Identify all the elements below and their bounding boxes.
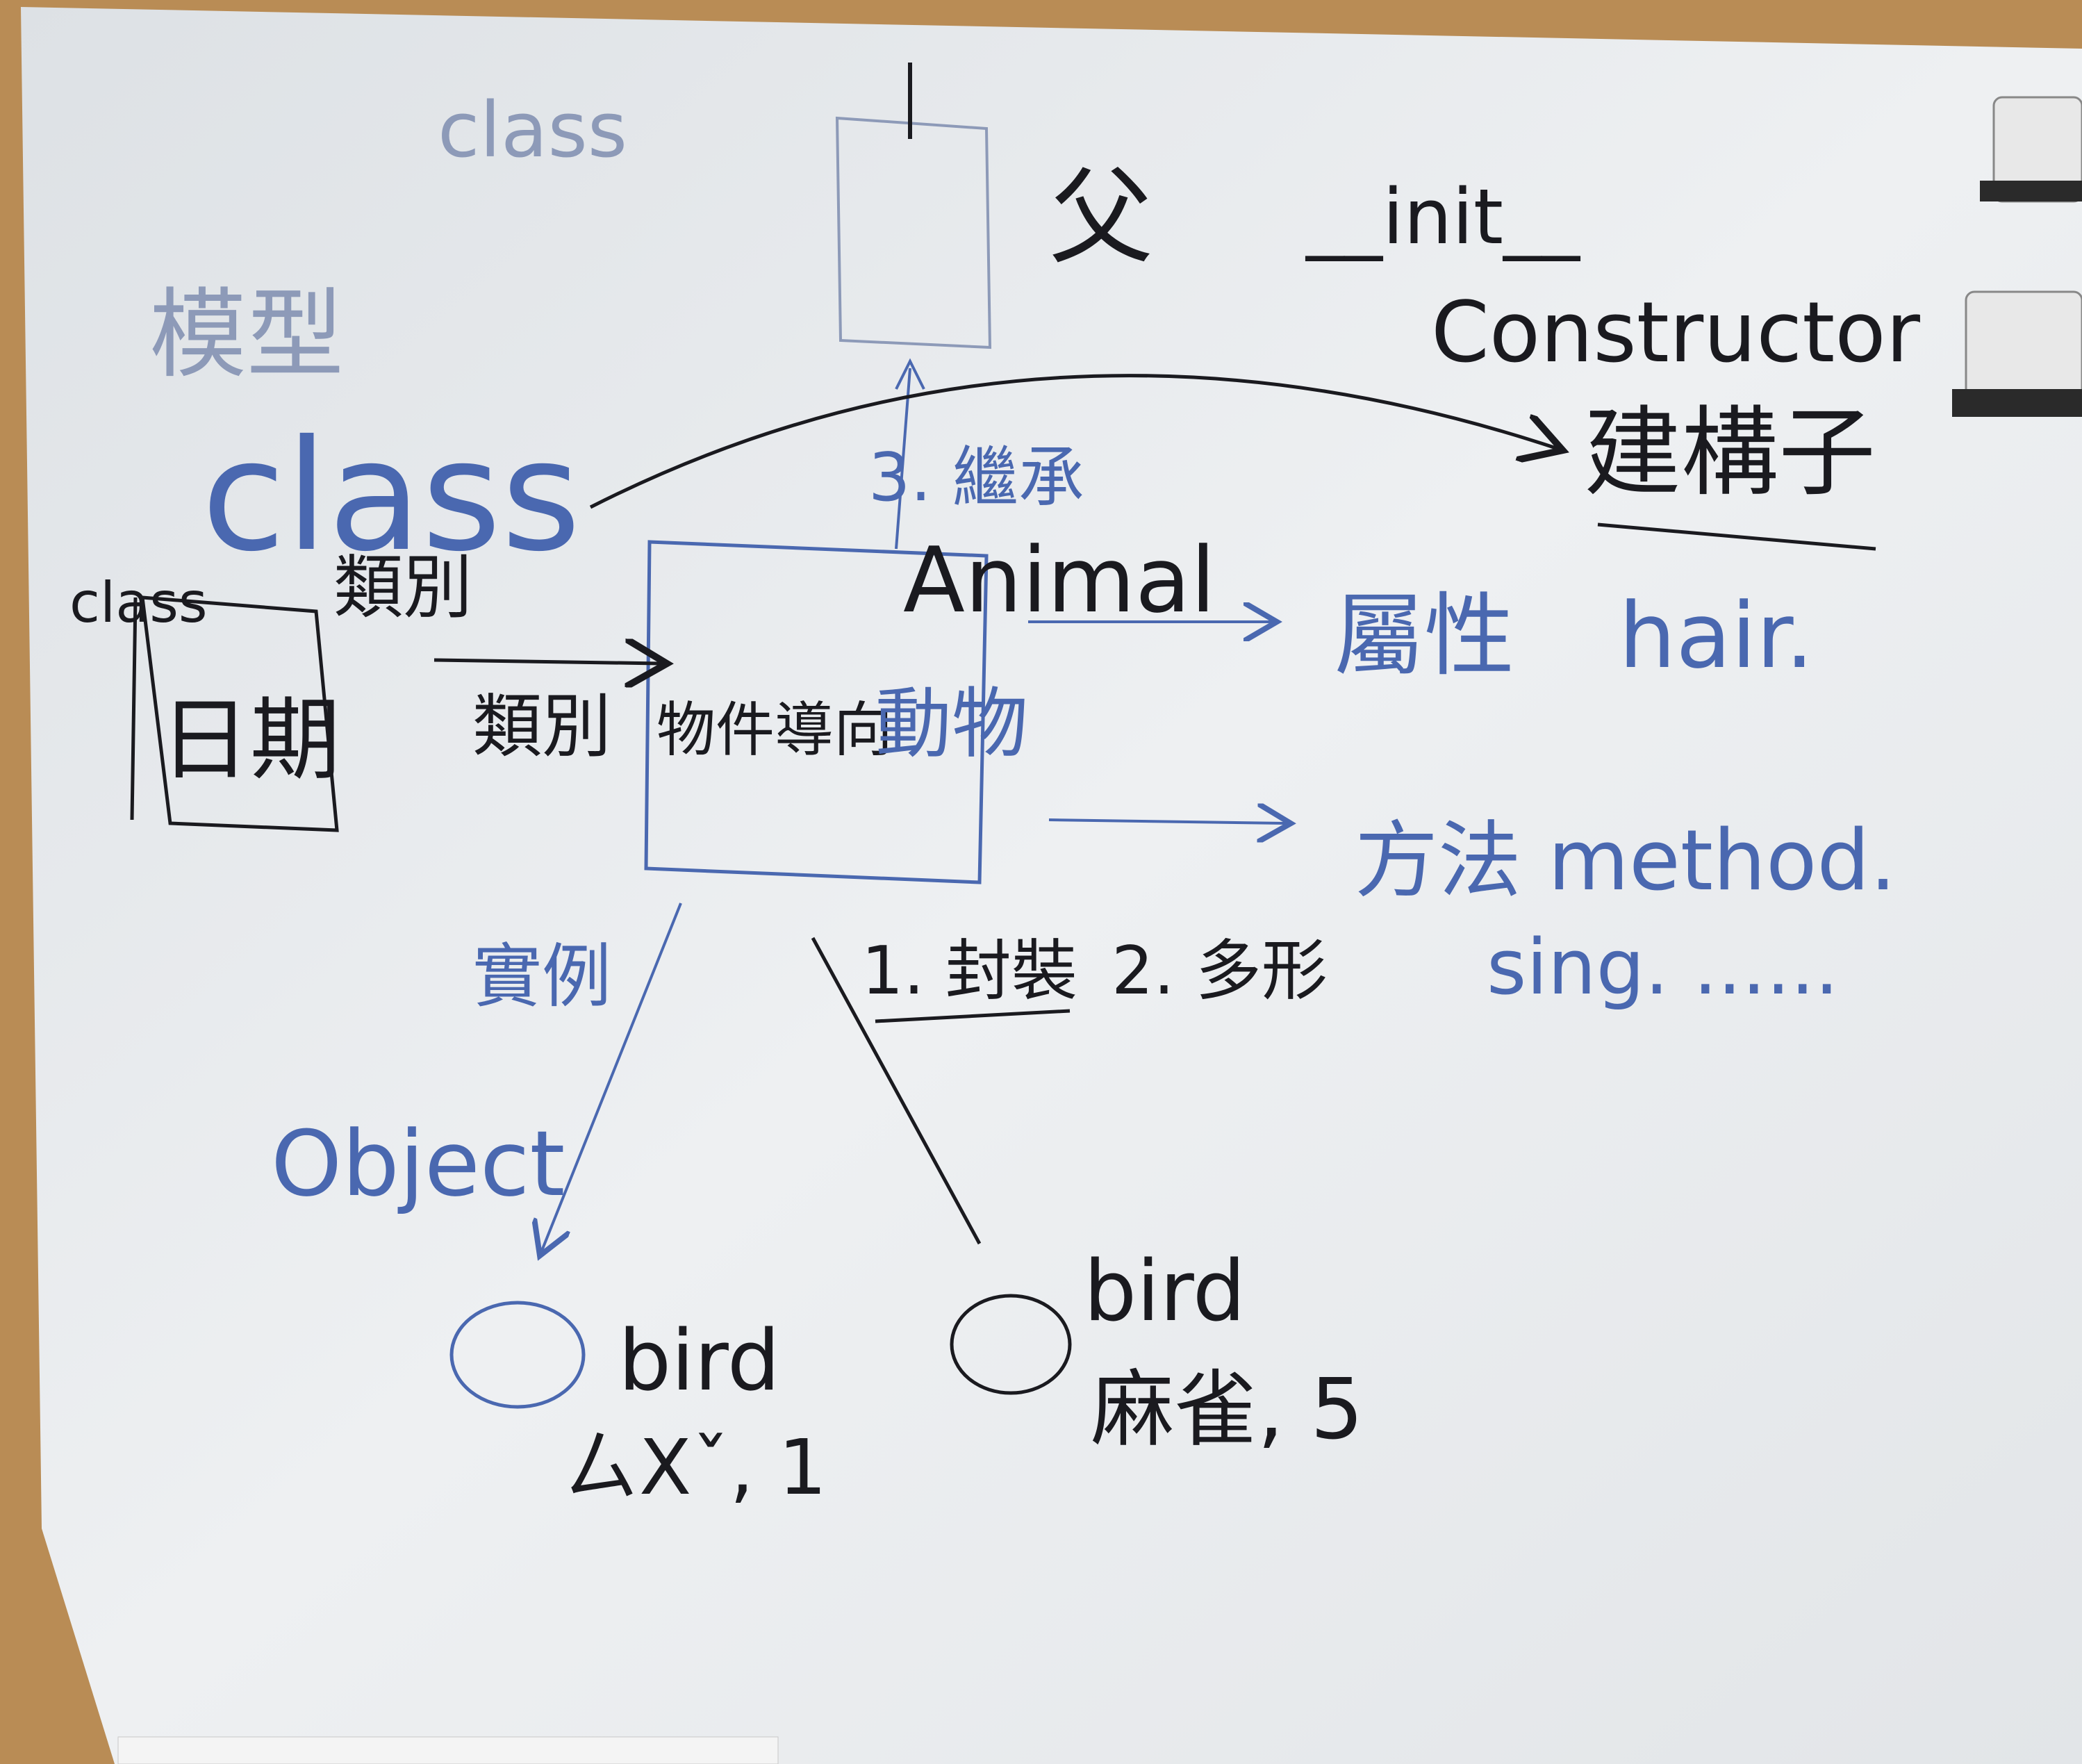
constructor-cn-label: 建構子	[1584, 397, 1876, 510]
bird2-label: bird	[1084, 1244, 1246, 1340]
class-big-label: class	[201, 407, 581, 585]
method-arrow	[1048, 820, 1285, 823]
class-top-label: class	[438, 85, 627, 174]
father-label: 父	[1049, 158, 1153, 279]
bird1-label: bird	[618, 1313, 780, 1410]
class-to-object-arrow	[433, 660, 660, 663]
class-cn-label-2: 類別	[472, 686, 611, 767]
bird2-name-label: 麻雀, 5	[1091, 1362, 1364, 1458]
template-label: 模型	[149, 279, 344, 392]
hair-label: hair.	[1619, 583, 1814, 689]
marker-tray	[117, 1736, 779, 1764]
sing-label: sing. ......	[1487, 923, 1839, 1012]
bird1-name-label: ㄙXˇ, 1	[563, 1423, 827, 1512]
instance-line-right	[811, 937, 982, 1245]
object-label: Object	[271, 1111, 565, 1217]
date-class-box	[140, 595, 339, 832]
class-to-constructor-arrow	[589, 374, 1556, 509]
object-cn-label: 物件導向	[656, 696, 893, 765]
method-label: 方法 method.	[1355, 813, 1897, 909]
animal-class-box	[644, 540, 989, 884]
class-cn-label: 類別	[333, 547, 472, 628]
animal-cn-label: 動物	[875, 679, 1028, 768]
parent-class-box	[835, 116, 992, 349]
bird-object-1	[449, 1301, 586, 1409]
date-label: 日期	[160, 687, 340, 793]
class-small-label: class	[69, 570, 208, 635]
encapsulation-label: 1. 封裝	[861, 933, 1077, 1009]
constructor-label: Constructor	[1431, 285, 1921, 381]
instance-arrow-left	[542, 902, 682, 1251]
instance-label: 實例	[472, 936, 611, 1017]
attribute-label: 屬性	[1334, 583, 1514, 689]
animal-label: Animal	[903, 527, 1216, 633]
eraser-icon	[1980, 96, 2082, 203]
eraser-icon	[1952, 290, 2082, 417]
polymorphism-label: 2. 多形	[1112, 933, 1328, 1009]
inherit-label: 3. 繼承	[868, 440, 1084, 516]
init-label: __init__	[1305, 172, 1581, 261]
bird-object-2	[950, 1294, 1072, 1395]
